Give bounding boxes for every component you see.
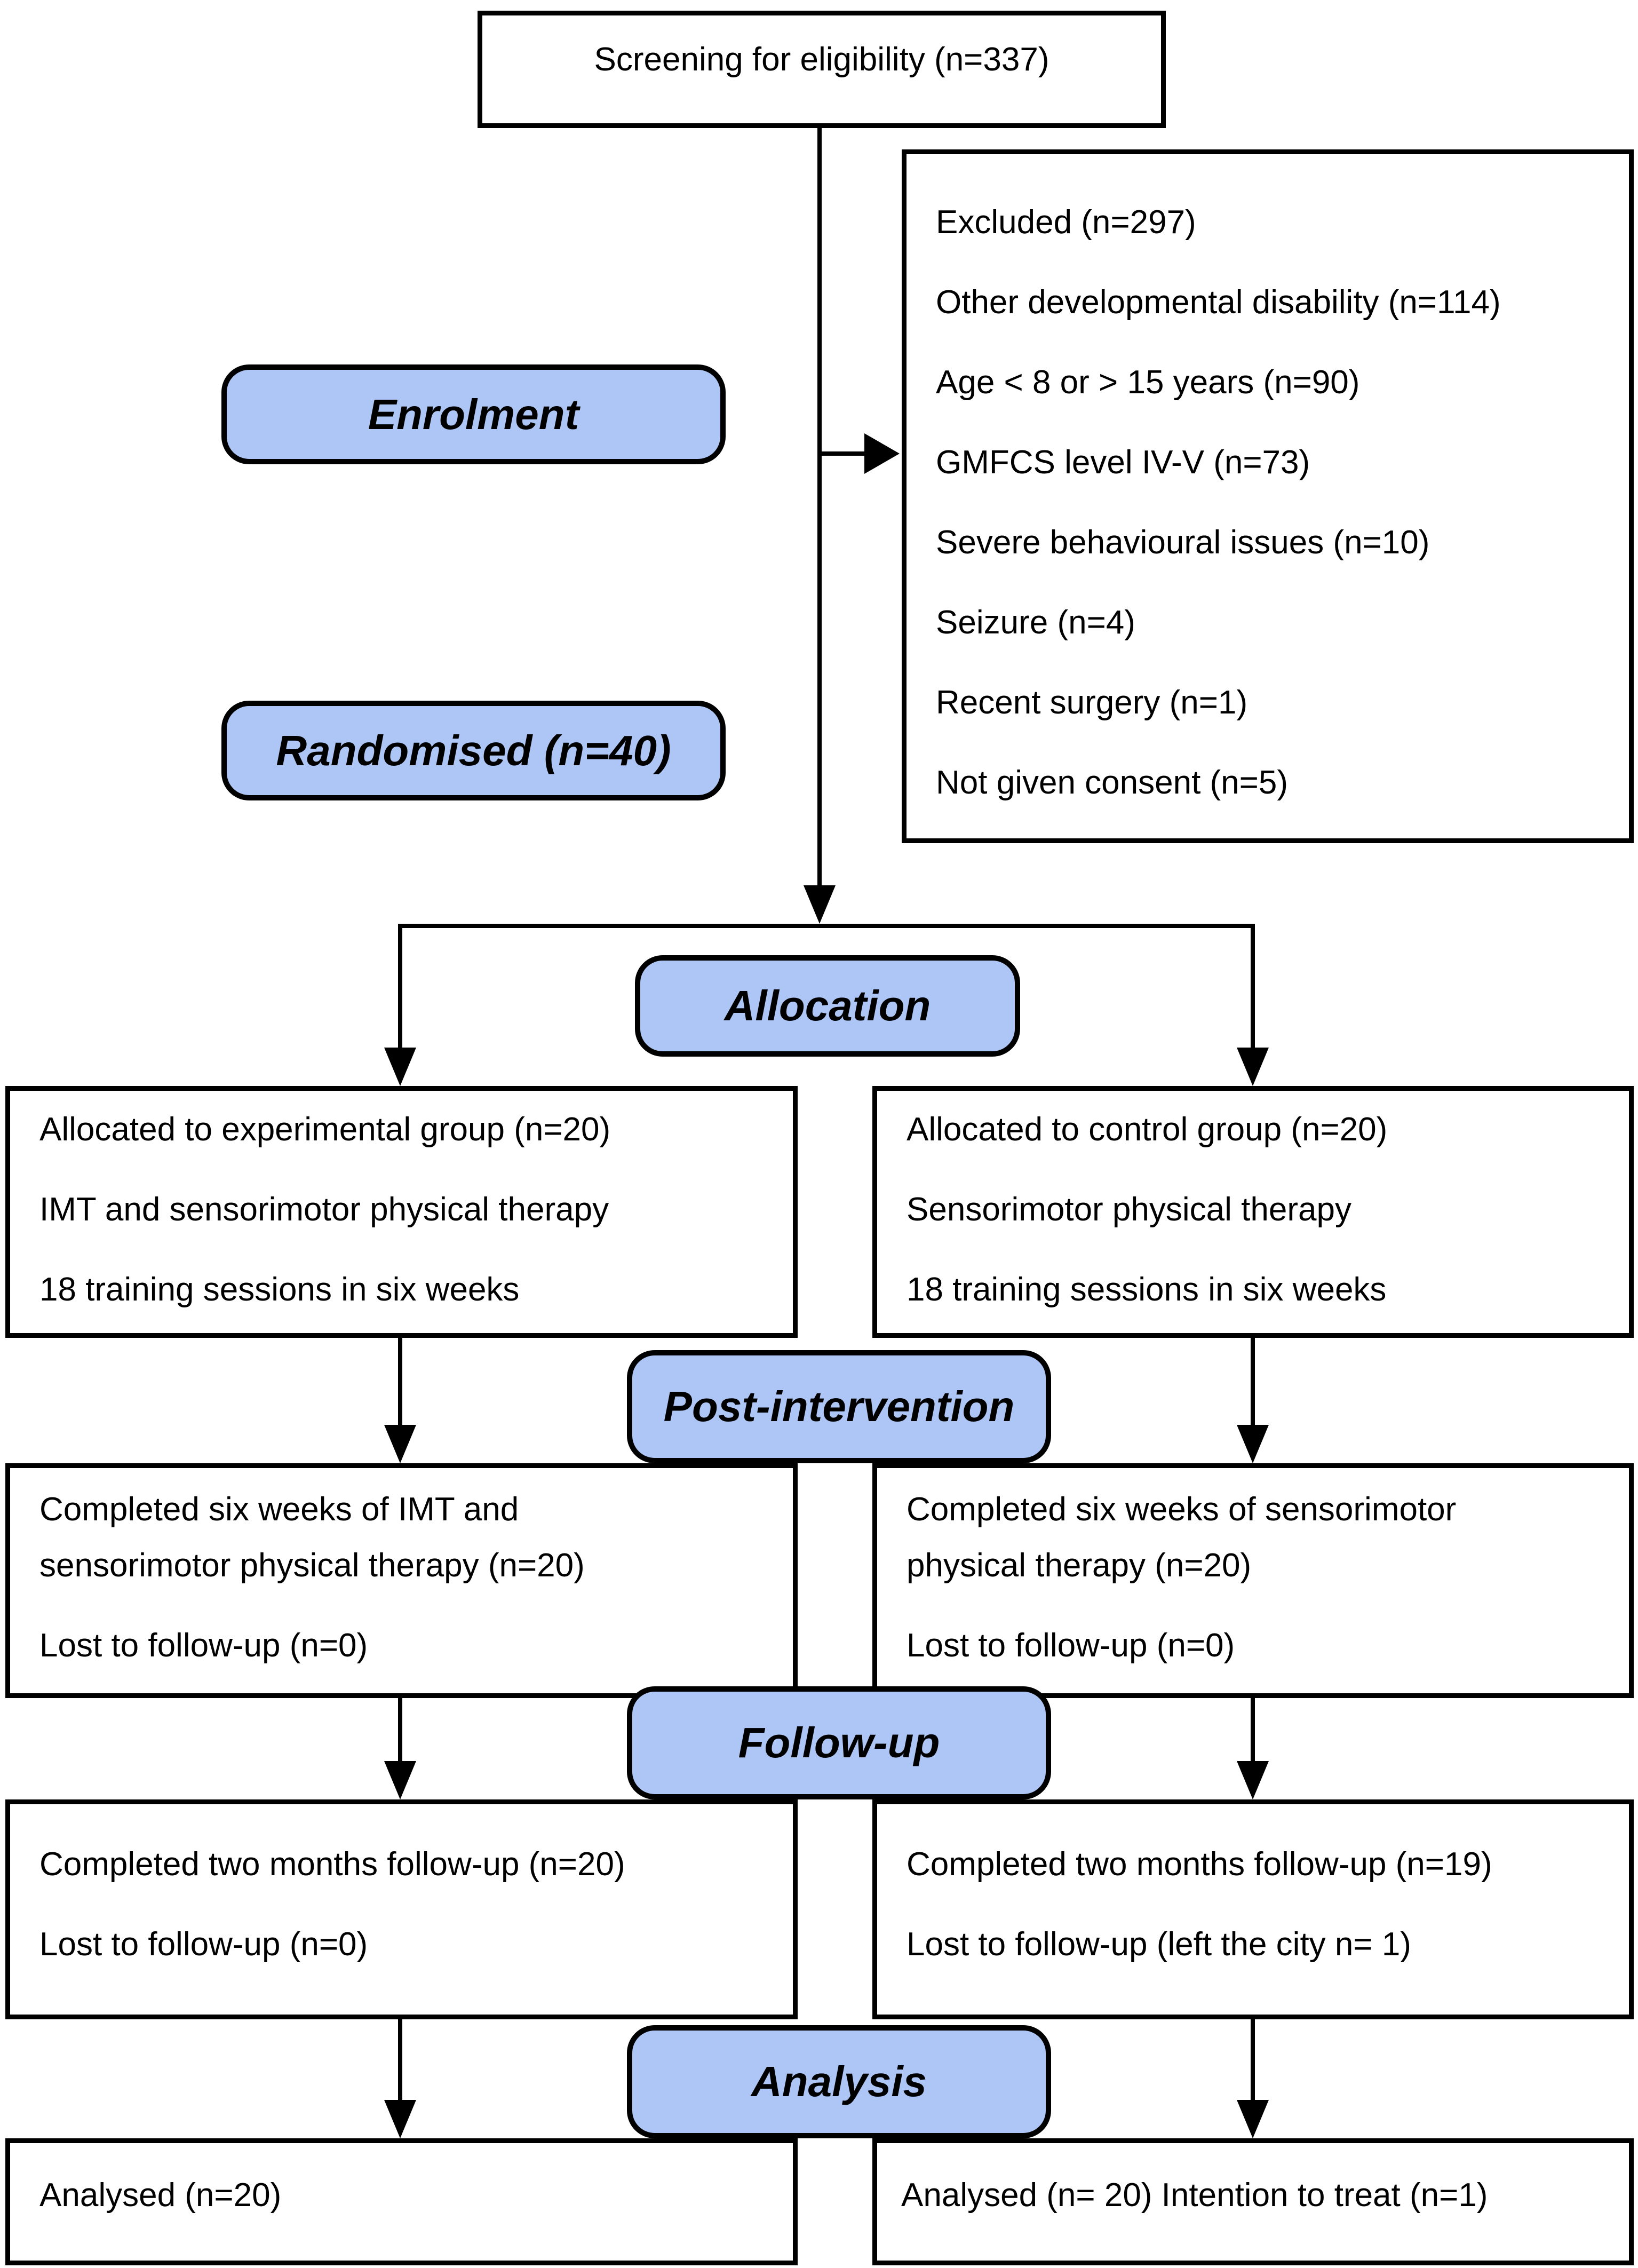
control-allocation-box: Allocated to control group (n=20) Sensor… [872,1086,1634,1338]
experimental-post-connector-line [398,1336,402,1429]
control-allocation-line: Sensorimotor physical therapy [907,1191,1351,1228]
control-post-connector-line [1251,1336,1255,1429]
arrow-down-icon [384,1761,416,1799]
follow-up-stage-pill: Follow-up [627,1686,1051,1799]
excluded-connector-line [822,451,867,456]
allocation-stage-label: Allocation [724,982,931,1029]
excluded-line: Not given consent (n=5) [936,764,1288,801]
allocation-rail-line [398,924,1255,928]
control-followup-line: Completed two months follow-up (n=19) [907,1846,1492,1883]
experimental-followup-connector-line [398,1696,402,1765]
enrolment-stage-pill: Enrolment [221,364,726,464]
control-allocation-line: Allocated to control group (n=20) [907,1111,1388,1148]
excluded-line: Age < 8 or > 15 years (n=90) [936,364,1360,401]
excluded-line: Severe behavioural issues (n=10) [936,524,1430,561]
control-post-line: Completed six weeks of sensorimotor [907,1491,1457,1528]
excluded-line: Seizure (n=4) [936,604,1135,641]
arrow-down-icon [1237,1425,1269,1463]
post-intervention-stage-pill: Post-intervention [627,1350,1051,1463]
follow-up-stage-label: Follow-up [738,1719,940,1766]
experimental-post-intervention-box: Completed six weeks of IMT and sensorimo… [5,1463,798,1698]
experimental-followup-line: Lost to follow-up (n=0) [39,1926,368,1963]
allocation-stage-pill: Allocation [635,955,1020,1057]
post-intervention-stage-label: Post-intervention [663,1383,1015,1430]
experimental-analysis-box: Analysed (n=20) [5,2138,798,2265]
excluded-line: GMFCS level IV-V (n=73) [936,444,1310,481]
allocation-drop-left-line [398,924,402,1052]
analysis-stage-label: Analysis [751,2058,927,2105]
screening-box: Screening for eligibility (n=337) [478,11,1166,128]
arrow-down-icon [1237,1761,1269,1799]
arrow-down-icon [804,885,836,924]
screening-text: Screening for eligibility (n=337) [594,41,1049,78]
arrow-down-icon [384,1048,416,1086]
control-analysed-line: Analysed (n= 20) Intention to treat (n=1… [901,2177,1488,2214]
allocation-drop-right-line [1251,924,1255,1052]
experimental-analysis-connector-line [398,2017,402,2104]
control-post-line: Lost to follow-up (n=0) [907,1627,1235,1664]
randomised-stage-pill: Randomised (n=40) [221,701,726,800]
excluded-line: Excluded (n=297) [936,204,1196,241]
excluded-box: Excluded (n=297) Other developmental dis… [902,149,1634,843]
arrow-down-icon [384,1425,416,1463]
experimental-post-line: sensorimotor physical therapy (n=20) [39,1547,585,1584]
randomised-stage-label: Randomised (n=40) [276,726,671,774]
arrow-down-icon [384,2100,416,2138]
analysis-stage-pill: Analysis [627,2025,1051,2138]
control-post-intervention-box: Completed six weeks of sensorimotor phys… [872,1463,1634,1698]
experimental-post-line: Completed six weeks of IMT and [39,1491,519,1528]
arrow-down-icon [1237,1048,1269,1086]
experimental-analysed-line: Analysed (n=20) [39,2177,282,2214]
arrow-down-icon [1237,2100,1269,2138]
excluded-line: Other developmental disability (n=114) [936,284,1501,321]
control-allocation-line: 18 training sessions in six weeks [907,1271,1387,1308]
experimental-followup-line: Completed two months follow-up (n=20) [39,1846,625,1883]
experimental-allocation-line: Allocated to experimental group (n=20) [39,1111,611,1148]
experimental-post-line: Lost to follow-up (n=0) [39,1627,368,1664]
experimental-allocation-line: IMT and sensorimotor physical therapy [39,1191,609,1228]
control-analysis-box: Analysed (n= 20) Intention to treat (n=1… [872,2138,1634,2265]
experimental-followup-box: Completed two months follow-up (n=20) Lo… [5,1799,798,2019]
experimental-allocation-line: 18 training sessions in six weeks [39,1271,520,1308]
control-post-line: physical therapy (n=20) [907,1547,1252,1584]
experimental-allocation-box: Allocated to experimental group (n=20) I… [5,1086,798,1338]
control-followup-connector-line [1251,1696,1255,1765]
screening-trunk-line [817,128,822,889]
arrow-right-icon [864,433,900,474]
control-followup-line: Lost to follow-up (left the city n= 1) [907,1926,1411,1963]
enrolment-stage-label: Enrolment [368,390,579,438]
control-followup-box: Completed two months follow-up (n=19) Lo… [872,1799,1634,2019]
control-analysis-connector-line [1251,2017,1255,2104]
excluded-line: Recent surgery (n=1) [936,684,1248,721]
